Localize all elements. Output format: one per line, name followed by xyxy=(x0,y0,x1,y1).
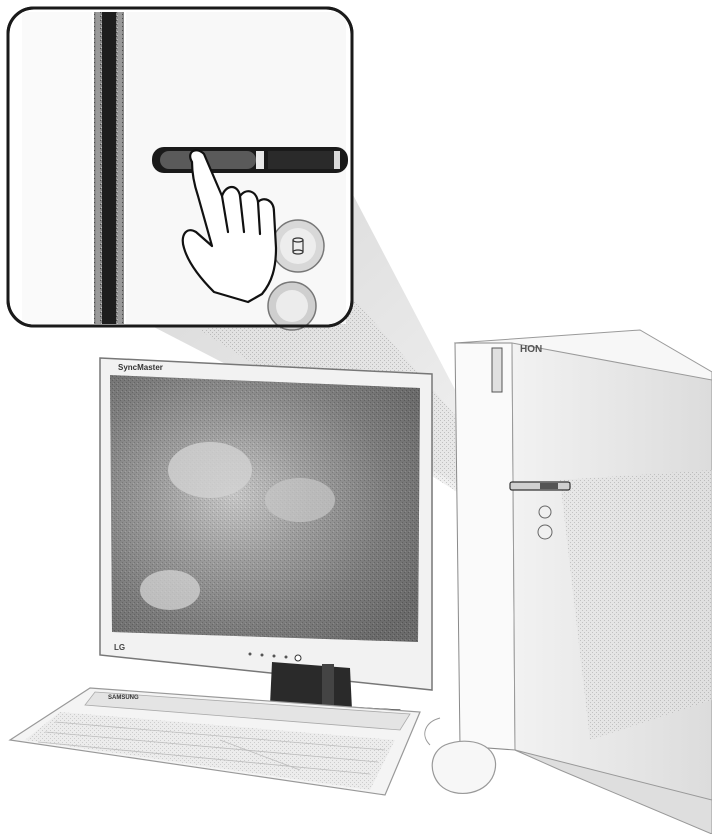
monitor-power-button xyxy=(295,655,301,661)
optical-drive-bay xyxy=(492,348,502,392)
monitor-brand: SyncMaster xyxy=(118,363,163,372)
reset-button xyxy=(539,506,551,518)
tower-brand: HON xyxy=(520,344,542,355)
monitor-logo: LG xyxy=(114,643,125,652)
lcd-monitor: SyncMaster LG xyxy=(100,358,432,728)
power-button xyxy=(538,525,552,539)
keyboard-brand: SAMSUNG xyxy=(108,695,139,701)
keyboard: SAMSUNG xyxy=(10,688,420,795)
zoom-callout xyxy=(8,8,352,330)
